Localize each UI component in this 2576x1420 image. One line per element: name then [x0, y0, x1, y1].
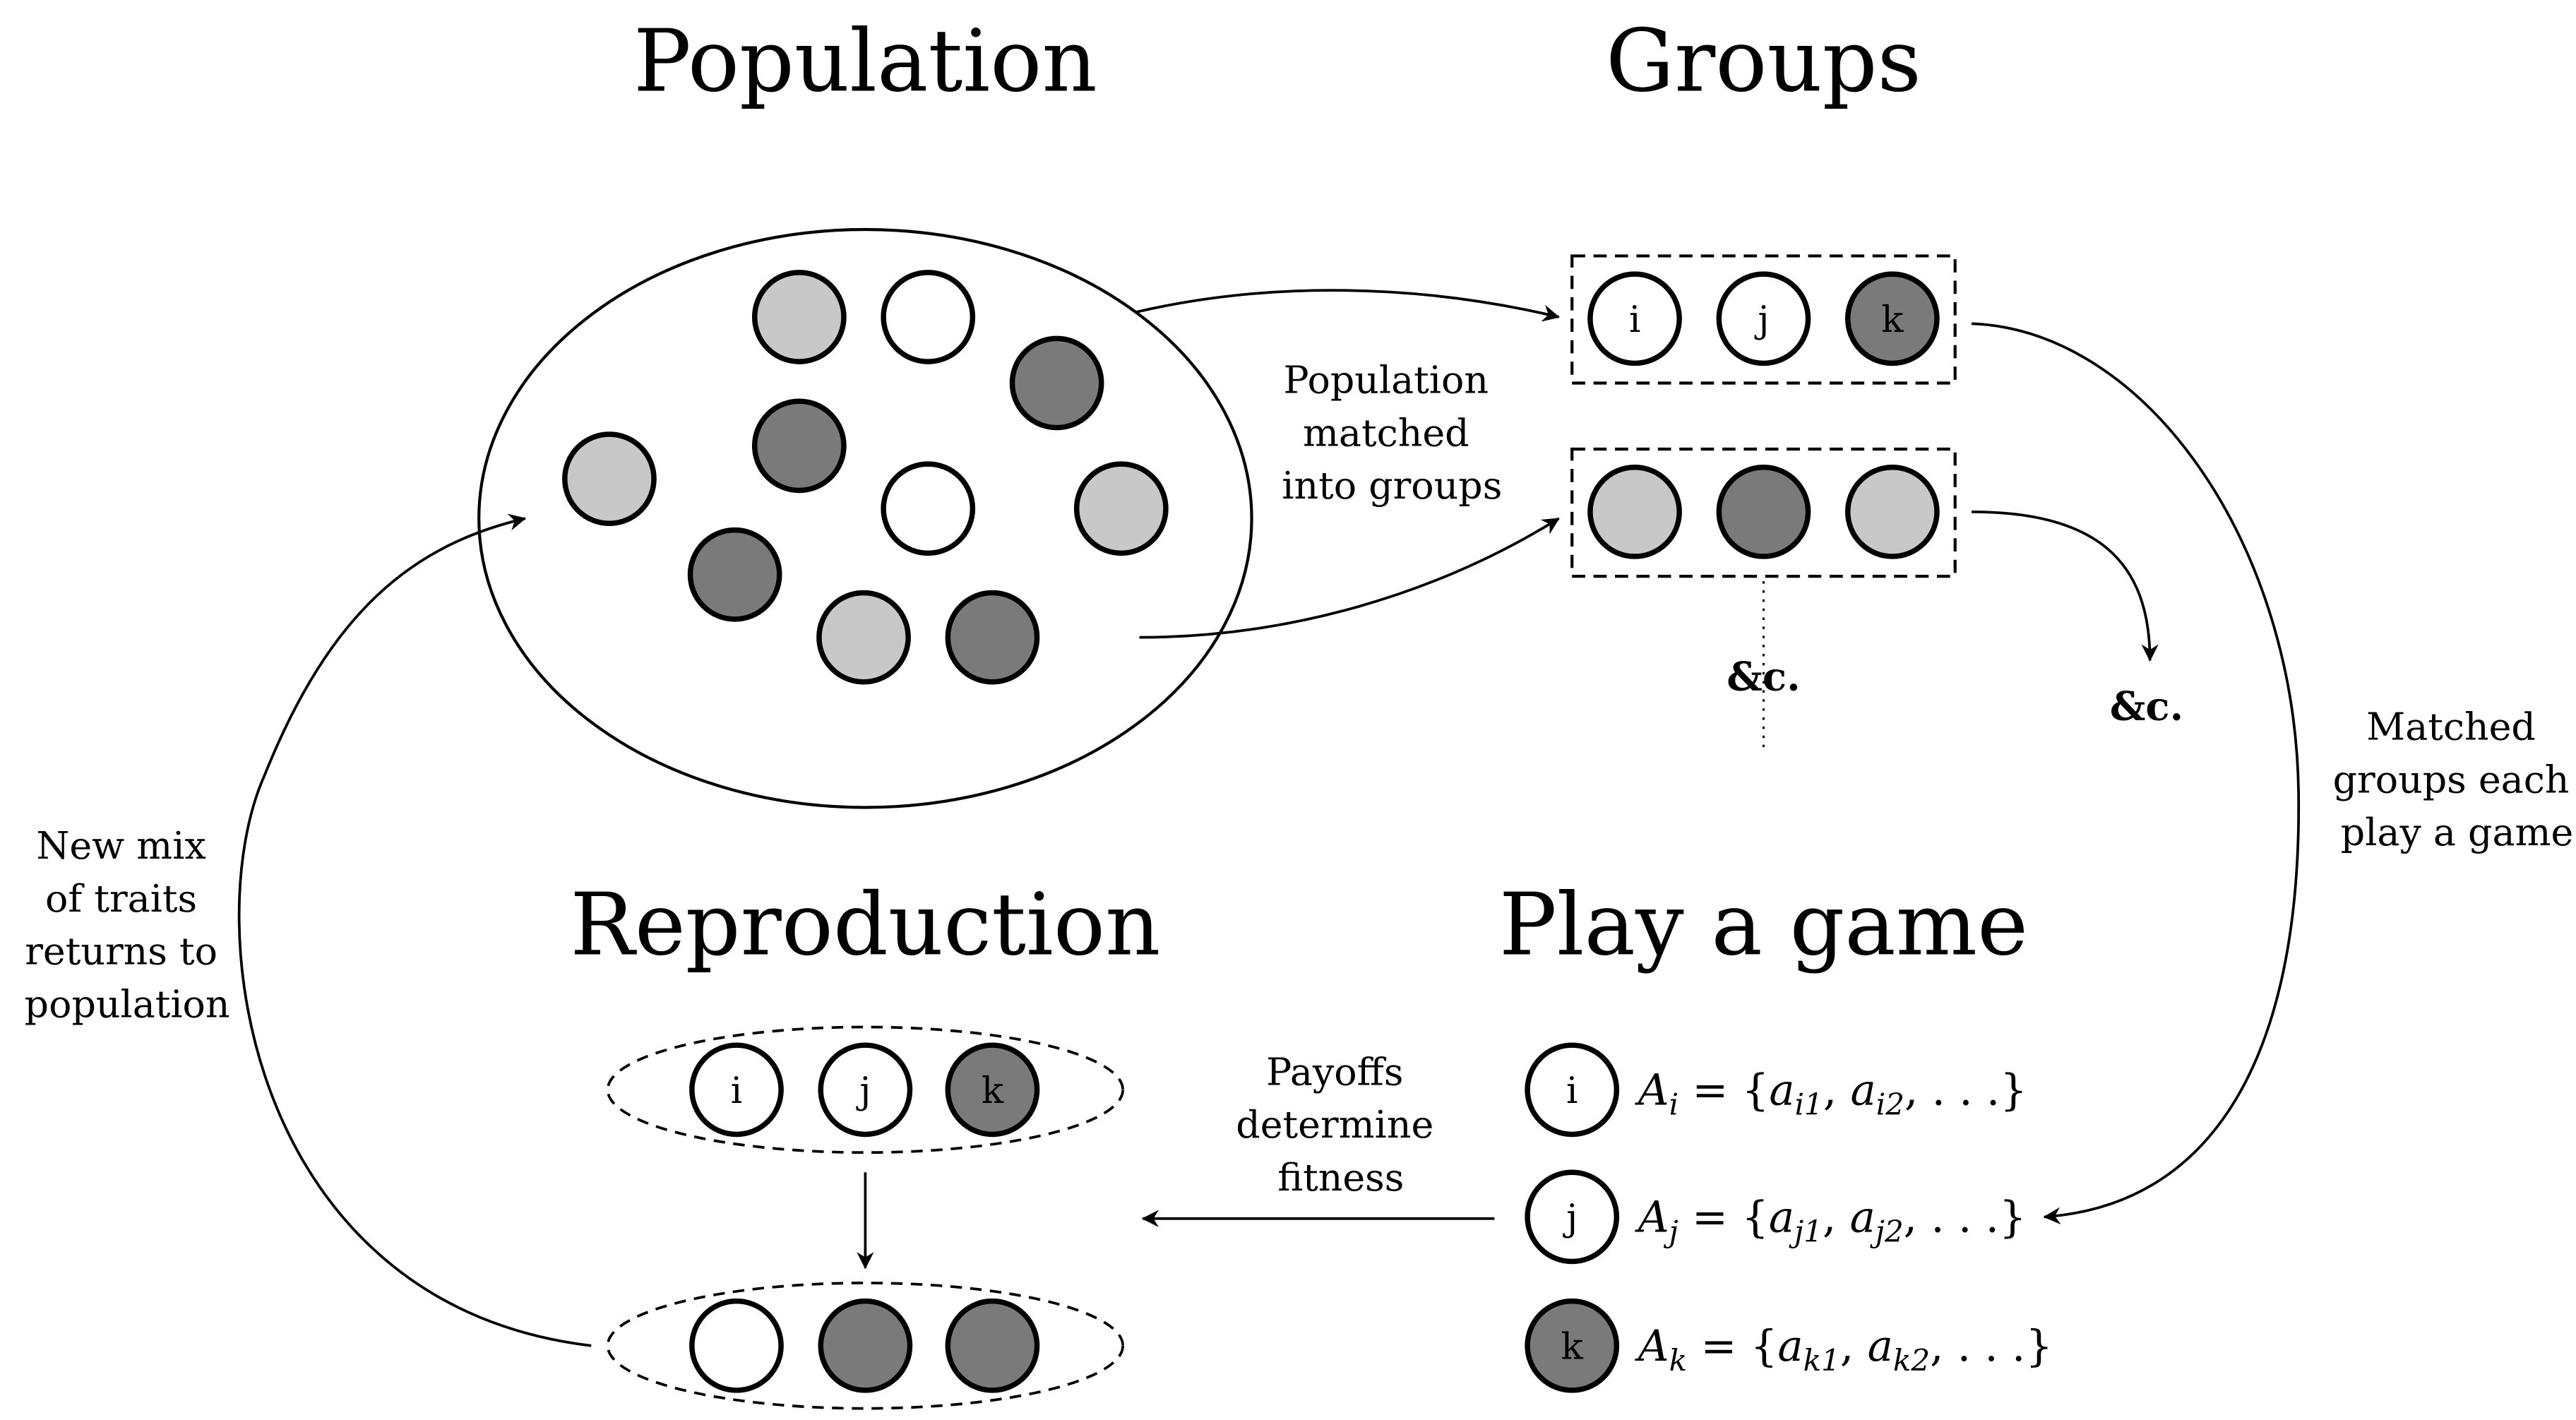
arrow-groups-to-game	[1972, 322, 2300, 1224]
arrow-population-to-group-2	[1139, 517, 1560, 639]
parent-j-label: j	[856, 1070, 871, 1112]
parent-k-label: k	[982, 1070, 1004, 1112]
population-individual	[562, 431, 657, 527]
strategy-set-k: Ak = {ak1, ak2, . . .}	[1635, 1322, 2053, 1378]
game-strategies: i Ai = {ai1, ai2, . . .} j Aj = {aj1, aj2, …	[1525, 1042, 2053, 1393]
parent-i-label: i	[731, 1070, 742, 1112]
group-1-member-label: j	[1754, 299, 1769, 341]
games-etc-label: &c.	[2110, 684, 2183, 730]
play-game-title: Play a game	[1499, 875, 2028, 975]
matched-caption: Population matched into groups	[1282, 358, 1502, 508]
population-individual	[751, 270, 847, 364]
player-k	[1525, 1298, 1620, 1393]
group-1-member	[1716, 271, 1811, 366]
group-box-1	[1570, 254, 1957, 385]
arrow-reproduction-to-population	[237, 513, 592, 1347]
strategy-set-i: Ai = {ai1, ai2, . . .}	[1635, 1066, 2027, 1121]
offspring-individual	[818, 1298, 913, 1393]
population-individual	[687, 527, 782, 622]
arrow-population-to-group-1	[1135, 289, 1560, 322]
group-1-member-label: k	[1881, 299, 1904, 341]
groups-etc-label: &c.	[1727, 653, 1800, 700]
parent-i	[689, 1042, 784, 1138]
parents-ellipse	[606, 1025, 1125, 1155]
player-i-label: i	[1566, 1070, 1578, 1112]
population-title: Population	[633, 11, 1097, 112]
play-each-caption: Matched groups each play a game	[2333, 705, 2576, 855]
player-k-label: k	[1561, 1325, 1584, 1368]
offspring-individual	[945, 1298, 1040, 1393]
population-individual	[881, 461, 976, 556]
population-individual	[881, 270, 976, 364]
strategy-set-j: Aj = {aj1, aj2, . . .}	[1635, 1193, 2027, 1248]
group-2-member	[1587, 465, 1682, 559]
population-individual	[1073, 461, 1169, 556]
group-members: i j k	[1587, 271, 1940, 559]
reproduction-individuals: i j k	[689, 1042, 1040, 1393]
group-1-member	[1587, 271, 1682, 366]
population-individual	[751, 398, 847, 494]
groups-title: Groups	[1606, 11, 1921, 112]
group-2-member	[1716, 465, 1811, 559]
population-individual	[1009, 335, 1104, 431]
population-individual	[945, 590, 1040, 685]
group-2-member	[1844, 465, 1940, 559]
population-individual	[816, 590, 911, 685]
player-j-label: j	[1563, 1197, 1578, 1239]
group-1-member-label: i	[1629, 299, 1640, 341]
arrow-group-2-to-etc	[1972, 511, 2159, 662]
population-individuals	[562, 270, 1169, 685]
player-i	[1525, 1042, 1620, 1138]
offspring-ellipse	[606, 1282, 1125, 1410]
population-ellipse	[477, 227, 1253, 809]
group-box-2	[1570, 447, 1957, 578]
parent-j	[818, 1042, 913, 1138]
parent-k	[945, 1042, 1040, 1138]
payoffs-caption: Payoffs determine fitness	[1236, 1049, 1445, 1200]
new-mix-caption: New mix of traits returns to population	[25, 823, 230, 1026]
offspring-individual	[689, 1298, 784, 1393]
reproduction-title: Reproduction	[570, 875, 1160, 975]
group-1-member	[1844, 271, 1940, 366]
player-j	[1525, 1169, 1620, 1265]
